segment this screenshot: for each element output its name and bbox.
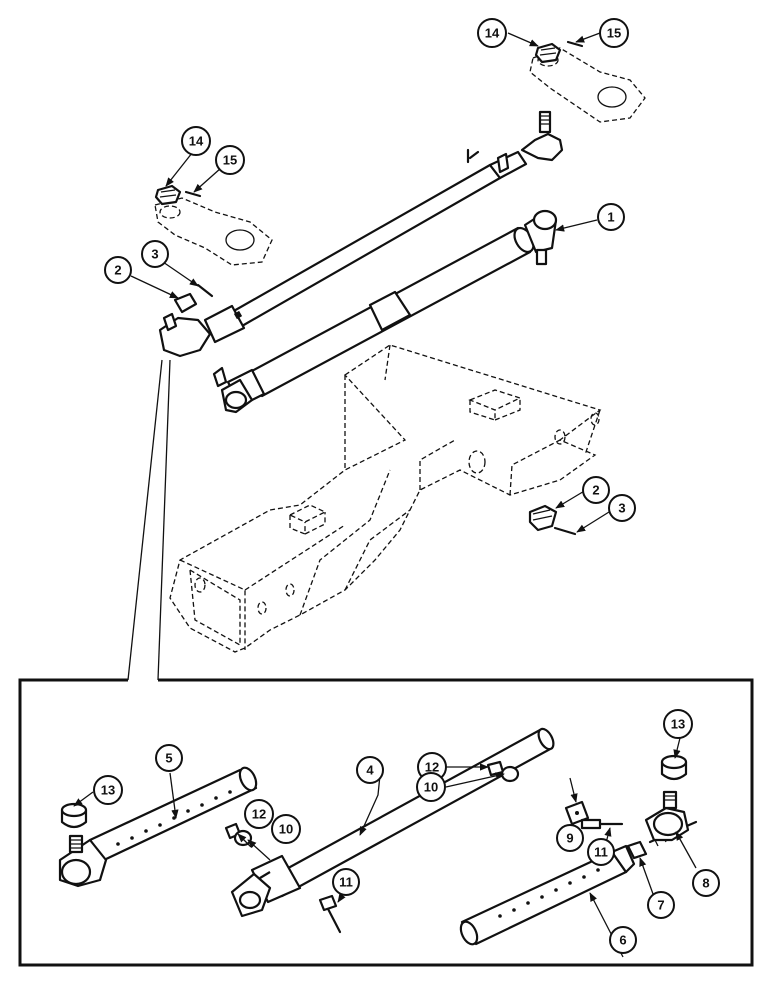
lock-nut-7 xyxy=(626,840,648,860)
svg-text:8: 8 xyxy=(702,876,709,891)
callout-13-right: 13 xyxy=(663,709,693,739)
callout-13-left: 13 xyxy=(93,775,123,805)
callout-10-left: 10 xyxy=(271,814,301,844)
steering-arm-top-dashed xyxy=(529,47,646,123)
adjuster-tube-6 xyxy=(459,844,636,946)
callout-11-right: 11 xyxy=(587,838,615,866)
svg-text:4: 4 xyxy=(366,763,374,778)
bolt-11-bottom xyxy=(318,894,342,934)
svg-text:3: 3 xyxy=(618,501,625,516)
svg-text:7: 7 xyxy=(657,898,664,913)
svg-text:2: 2 xyxy=(592,483,599,498)
callout-14-mid: 14 xyxy=(181,126,211,156)
callout-1: 1 xyxy=(597,203,625,231)
svg-text:3: 3 xyxy=(151,247,158,262)
svg-text:11: 11 xyxy=(594,845,608,860)
axle-housing-dashed xyxy=(169,344,602,653)
bolt-11-right xyxy=(580,818,624,830)
svg-text:10: 10 xyxy=(424,780,438,795)
long-tube-4 xyxy=(230,727,555,918)
callout-10-top: 10 xyxy=(416,772,446,802)
upper-left-tie-rod-end xyxy=(158,283,214,358)
callout-3-top: 3 xyxy=(141,240,169,268)
callout-2-top: 2 xyxy=(104,256,132,284)
dust-cap-13-right xyxy=(660,754,688,781)
callout-15-mid: 15 xyxy=(215,145,245,175)
castle-nut-14-top xyxy=(534,42,562,64)
inset-frame xyxy=(18,678,754,967)
svg-text:9: 9 xyxy=(566,831,573,846)
callout-5: 5 xyxy=(155,744,183,772)
callout-7: 7 xyxy=(647,891,675,919)
bushing-10-left xyxy=(233,829,253,847)
svg-text:13: 13 xyxy=(671,717,685,732)
callout-4: 4 xyxy=(356,756,384,784)
inset-leader-left xyxy=(127,359,163,681)
svg-text:6: 6 xyxy=(619,933,626,948)
svg-text:14: 14 xyxy=(189,134,204,149)
svg-text:13: 13 xyxy=(101,783,115,798)
inset-leader-right xyxy=(157,359,171,681)
callout-2-right: 2 xyxy=(582,476,610,504)
callout-12-left: 12 xyxy=(244,799,274,829)
steering-arm-mid-dashed xyxy=(154,197,273,266)
lower-cylinder-rod xyxy=(212,209,558,414)
castle-nut-2-loose xyxy=(528,504,558,532)
clamp-block-9 xyxy=(564,800,590,826)
svg-text:15: 15 xyxy=(223,153,237,168)
castle-nut-14-mid xyxy=(154,184,182,206)
dust-cap-13-left xyxy=(60,802,88,829)
tie-rod-end-8 xyxy=(644,790,698,847)
callout-6: 6 xyxy=(609,926,637,954)
svg-text:5: 5 xyxy=(165,751,172,766)
svg-text:14: 14 xyxy=(485,26,500,41)
bushing-10-top xyxy=(500,765,520,783)
svg-text:12: 12 xyxy=(252,807,266,822)
callout-11-bottom: 11 xyxy=(332,868,360,896)
svg-text:1: 1 xyxy=(607,210,614,225)
svg-text:2: 2 xyxy=(114,263,121,278)
svg-text:10: 10 xyxy=(279,822,293,837)
cotter-pin-3-loose xyxy=(553,526,577,536)
callout-8: 8 xyxy=(692,869,720,897)
svg-text:11: 11 xyxy=(339,875,353,890)
nut-12-top xyxy=(486,760,505,777)
upper-tie-rod xyxy=(203,110,564,344)
callout-3-right: 3 xyxy=(608,494,636,522)
callout-9: 9 xyxy=(556,824,584,852)
svg-text:15: 15 xyxy=(607,26,621,41)
callout-14-top: 14 xyxy=(477,18,507,48)
cotter-pin-15-top xyxy=(566,40,584,48)
callout-15-top: 15 xyxy=(599,18,629,48)
svg-text:12: 12 xyxy=(425,760,439,775)
cotter-pin-15-mid xyxy=(184,190,202,198)
